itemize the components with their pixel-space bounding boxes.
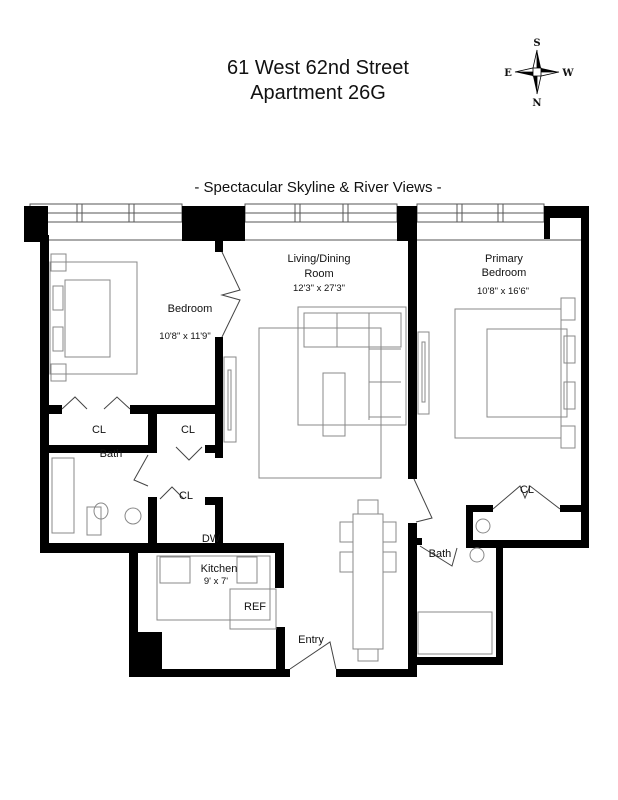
living-label-1: Living/Dining	[288, 253, 351, 265]
living-label-2: Room	[304, 268, 333, 280]
compass-east: E	[504, 68, 512, 79]
primary-label-2: Bedroom	[482, 267, 527, 279]
compass-north: N	[532, 98, 541, 109]
walls	[24, 206, 589, 677]
unit-title: Apartment 26G	[250, 82, 386, 104]
refrigerator-label: REF	[244, 601, 266, 613]
bedroom-closet-label: CL	[92, 424, 106, 436]
hall-closet-lower-label: CL	[179, 490, 193, 502]
entry-label: Entry	[298, 634, 324, 646]
furniture	[49, 253, 576, 662]
bath-left-label: Bath	[100, 448, 123, 460]
address-title: 61 West 62nd Street	[227, 57, 409, 79]
bedroom-label: Bedroom	[168, 303, 213, 315]
compass-south: S	[533, 38, 540, 49]
bedroom-size: 10'8" x 11'9"	[159, 331, 210, 342]
bath-right-label: Bath	[429, 548, 452, 560]
primary-label-1: Primary	[485, 253, 523, 265]
compass-rose-icon	[514, 49, 560, 95]
primary-size: 10'8" x 16'6"	[477, 286, 529, 297]
living-size: 12'3" x 27'3"	[293, 283, 345, 294]
kitchen-label: Kitchen	[201, 563, 238, 575]
dishwasher-label: DW	[202, 533, 221, 545]
kitchen-size: 9' x 7'	[204, 576, 228, 587]
tagline: - Spectacular Skyline & River Views -	[194, 179, 441, 196]
doors	[61, 251, 561, 670]
compass-west: W	[561, 68, 574, 79]
hall-closet-upper-label: CL	[181, 424, 195, 436]
windows	[29, 203, 581, 241]
primary-closet-label: CL	[520, 484, 534, 496]
